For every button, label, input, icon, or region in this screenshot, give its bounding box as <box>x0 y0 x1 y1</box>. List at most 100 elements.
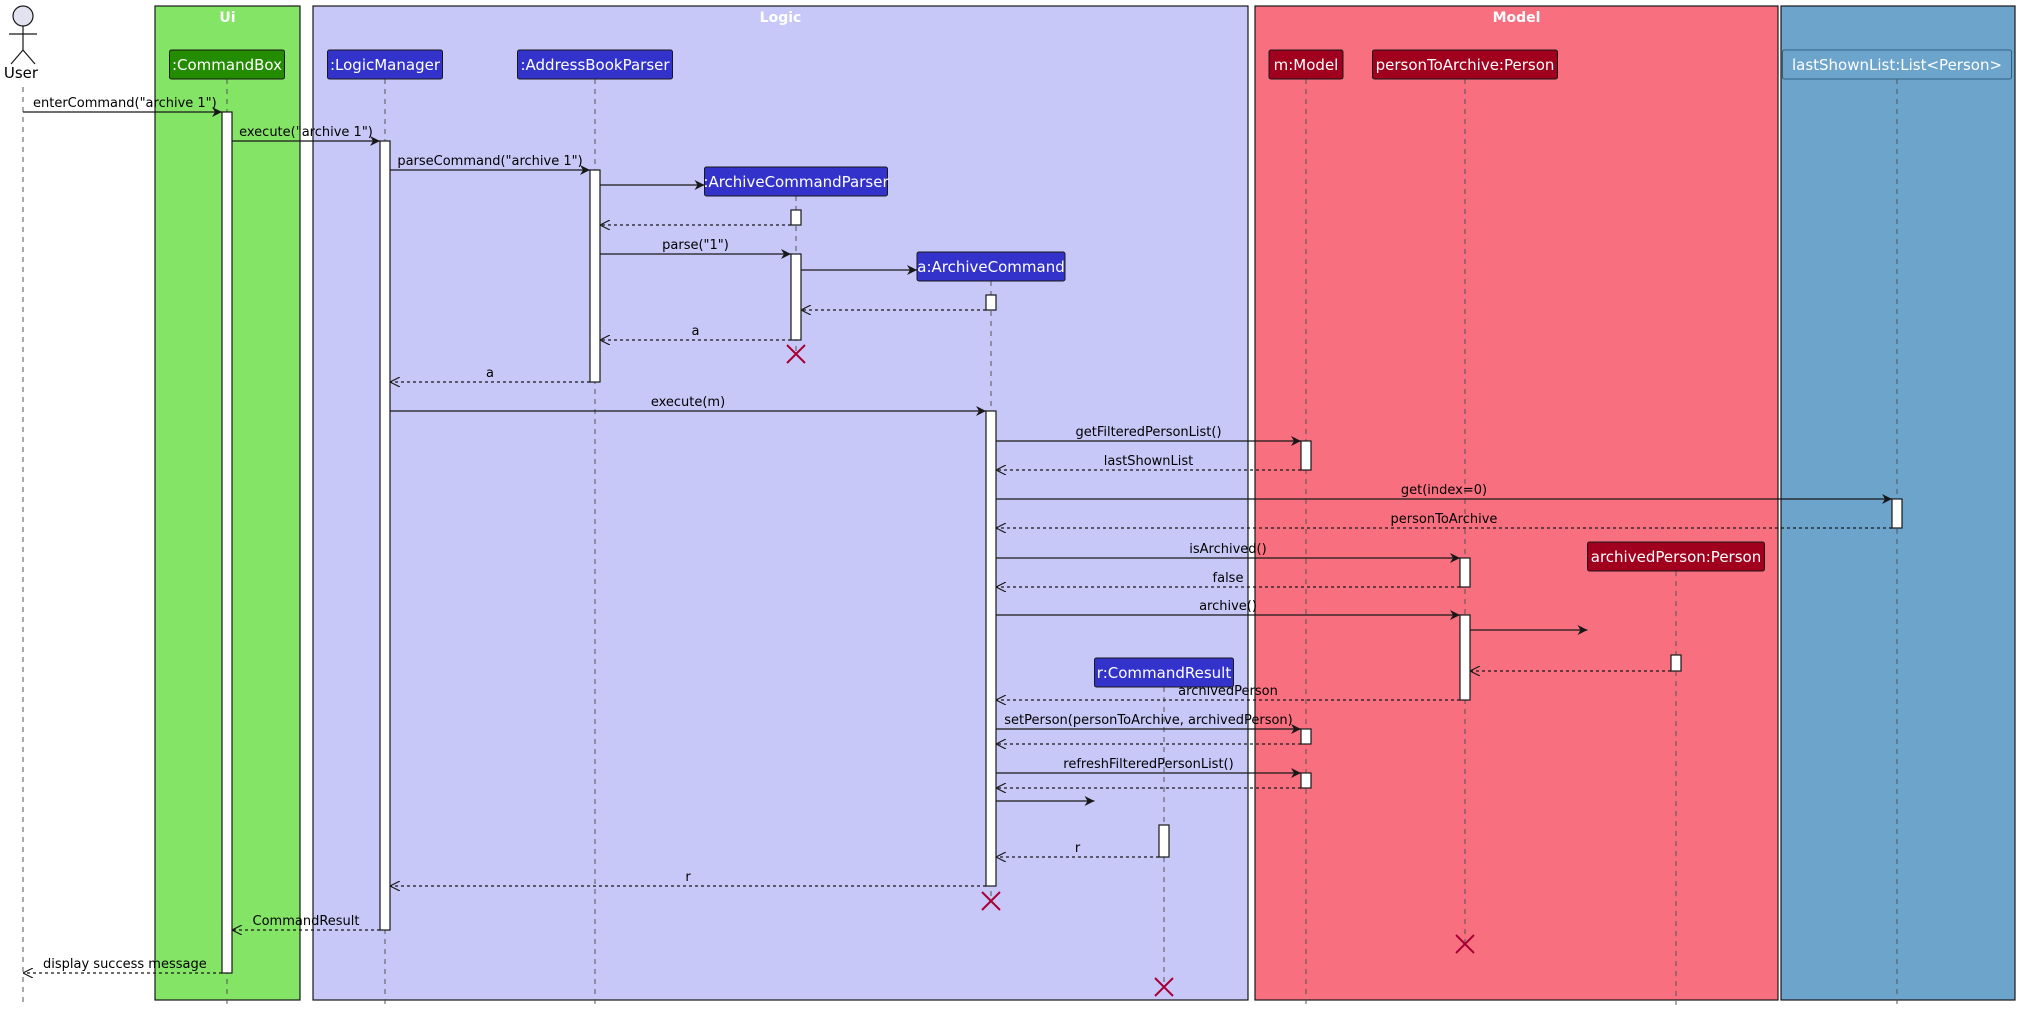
participant-label: lastShownList:List<Person> <box>1792 56 2002 74</box>
activation-cmdbox <box>221 111 233 974</box>
activation-model <box>1300 728 1312 745</box>
message-label: archive() <box>1199 599 1257 614</box>
activation-abparser <box>589 169 601 383</box>
activation-pta <box>1459 557 1471 588</box>
activation-layer <box>221 111 1903 974</box>
message-label: personToArchive <box>1391 512 1498 527</box>
activation-acparser <box>790 209 802 226</box>
message-label: execute(m) <box>651 395 725 410</box>
message-layer: enterCommand("archive 1") execute("archiv… <box>23 96 1892 973</box>
participant-label: :LogicManager <box>330 56 441 74</box>
activation-model <box>1300 772 1312 789</box>
message-setperson-persontoarchive-archivedperson: setPerson(personToArchive, archivedPerso… <box>996 713 1301 734</box>
message-label: parseCommand("archive 1") <box>397 154 582 169</box>
message-a: a <box>600 324 791 340</box>
activation-acmd <box>985 294 997 311</box>
participant-cres: r:CommandResult <box>1094 657 1234 688</box>
activation-cres <box>1158 824 1170 858</box>
participant-box <box>327 49 443 80</box>
participant-label: :CommandBox <box>172 56 282 74</box>
message-execute-archive-1: execute("archive 1") <box>232 125 380 146</box>
box-title-logic: Logic <box>760 10 802 26</box>
destroy-mark-pta <box>1455 934 1475 954</box>
message-label: enterCommand("archive 1") <box>33 96 217 111</box>
actor-label: User <box>4 64 39 82</box>
participant-label: :ArchiveCommandParser <box>703 173 889 191</box>
message-lastshownlist: lastShownList <box>996 454 1301 470</box>
activation-acparser <box>790 253 802 341</box>
participant-box <box>169 49 285 80</box>
message-a: a <box>390 366 590 382</box>
activation-model <box>1300 440 1312 471</box>
destroy-mark-cres <box>1154 977 1174 997</box>
message-label: getFilteredPersonList() <box>1075 425 1221 440</box>
participant-cmdbox: :CommandBox <box>169 49 285 80</box>
participant-model: m:Model <box>1268 49 1344 80</box>
participant-box <box>1268 49 1344 80</box>
destroy-mark-acmd <box>981 891 1001 911</box>
message-display-success-message: display success message <box>23 957 222 973</box>
message-label: isArchived() <box>1189 542 1266 557</box>
actor-head <box>12 5 34 27</box>
message-label: execute("archive 1") <box>239 125 373 140</box>
participant-box <box>517 49 673 80</box>
message-label: CommandResult <box>253 914 360 929</box>
message-archive: archive() <box>996 599 1460 620</box>
actor-body <box>9 26 37 65</box>
message-isarchived: isArchived() <box>996 542 1460 563</box>
message-label: parse("1") <box>662 238 729 253</box>
message-label: archivedPerson <box>1178 684 1278 699</box>
message-r: r <box>996 841 1159 857</box>
activation-lsl <box>1891 498 1903 529</box>
message-refreshfilteredpersonlist: refreshFilteredPersonList() <box>996 757 1301 778</box>
message-label: lastShownList <box>1104 454 1194 469</box>
participant-box <box>1372 49 1558 80</box>
message-label: display success message <box>43 957 207 972</box>
participant-logicmgr: :LogicManager <box>327 49 443 80</box>
participant-label: archivedPerson:Person <box>1591 548 1761 566</box>
message-label: false <box>1213 571 1244 586</box>
message-execute-m: execute(m) <box>390 395 986 416</box>
message-label: refreshFilteredPersonList() <box>1063 757 1233 772</box>
message-entercommand-archive-1: enterCommand("archive 1") <box>23 96 222 117</box>
participant-acmd: a:ArchiveCommand <box>916 251 1066 282</box>
message-parse-1: parse("1") <box>600 238 791 259</box>
message-commandresult: CommandResult <box>232 914 380 930</box>
message-get-index-0: get(index=0) <box>996 483 1892 504</box>
participant-box <box>1094 657 1234 688</box>
participant-ap: archivedPerson:Person <box>1587 541 1765 572</box>
participant-lsl: lastShownList:List<Person> <box>1782 49 2012 80</box>
participant-box <box>1587 541 1765 572</box>
actor-user: User <box>4 5 39 82</box>
box-model <box>1254 5 1779 1001</box>
message-label: a <box>486 366 494 381</box>
participant-label: a:ArchiveCommand <box>917 258 1064 276</box>
message-persontoarchive: personToArchive <box>996 512 1892 528</box>
message-label: r <box>1075 841 1081 856</box>
message-r: r <box>390 870 986 886</box>
message-false: false <box>996 571 1460 587</box>
destroy-layer <box>786 344 1475 997</box>
activation-pta <box>1459 614 1471 701</box>
participant-label: r:CommandResult <box>1097 664 1232 682</box>
participant-pta: personToArchive:Person <box>1372 49 1558 80</box>
message-archivedperson: archivedPerson <box>996 684 1460 700</box>
message-label: setPerson(personToArchive, archivedPerso… <box>1004 713 1293 728</box>
message-label: a <box>692 324 700 339</box>
participant-abparser: :AddressBookParser <box>517 49 673 80</box>
activation-acmd <box>985 410 997 887</box>
participant-label: :AddressBookParser <box>520 56 670 74</box>
participant-box <box>1782 49 2012 80</box>
message-label: r <box>685 870 691 885</box>
participant-label: personToArchive:Person <box>1376 56 1555 74</box>
participant-layer: :CommandBox :LogicManager :AddressBookPars… <box>4 5 2012 688</box>
activation-ap <box>1670 654 1682 672</box>
message-parsecommand-archive-1: parseCommand("archive 1") <box>390 154 590 175</box>
destroy-mark-acparser <box>786 344 806 364</box>
participant-box <box>704 166 888 197</box>
box-title-ui: Ui <box>219 10 235 26</box>
activation-logicmgr <box>379 140 391 931</box>
message-label: get(index=0) <box>1401 483 1487 498</box>
